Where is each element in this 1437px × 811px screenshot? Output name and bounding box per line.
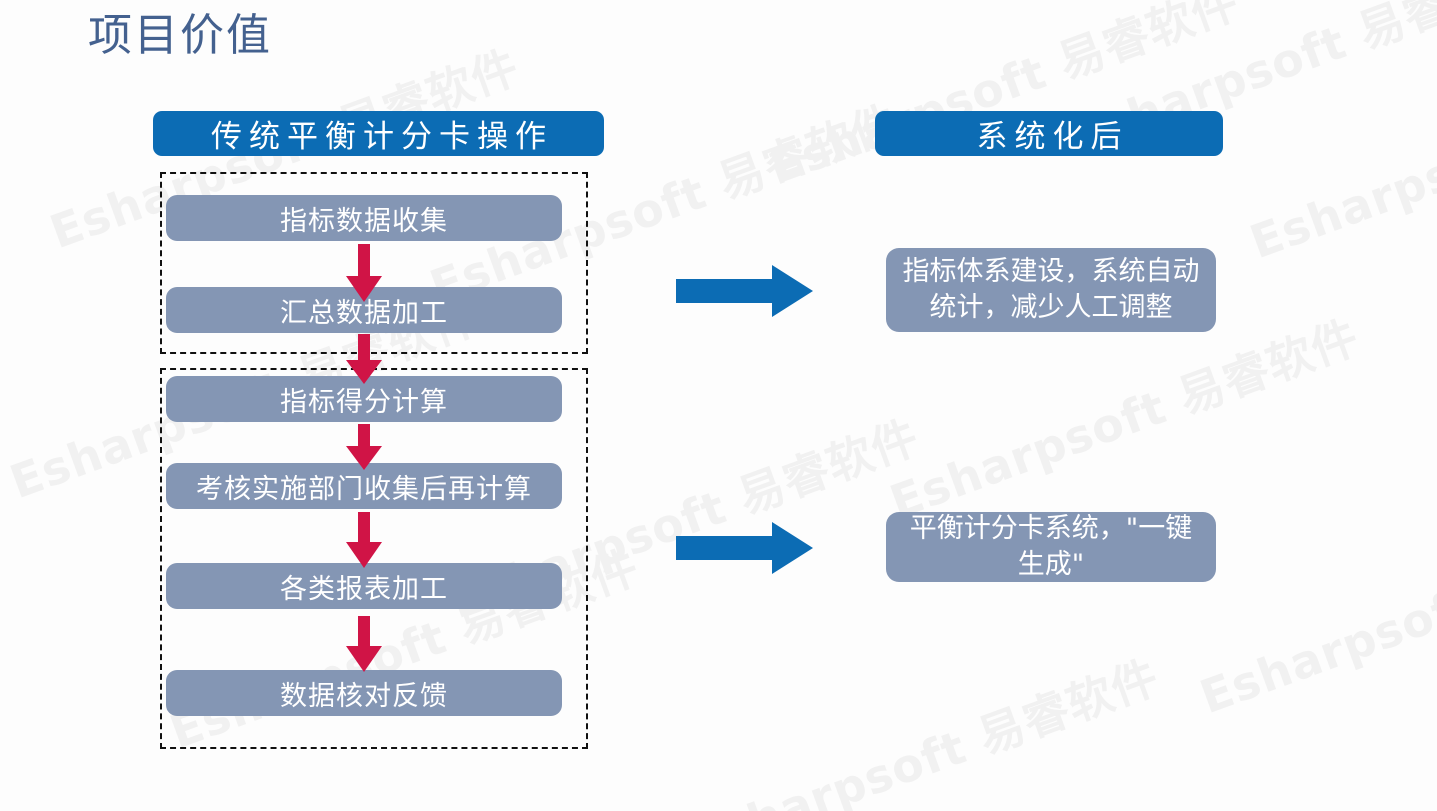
column-header-systemized: 系统化后 — [875, 111, 1223, 156]
column-header-traditional: 传统平衡计分卡操作 — [153, 111, 604, 156]
result-box: 指标体系建设，系统自动统计，减少人工调整 — [886, 248, 1216, 332]
right-arrow-icon — [676, 522, 813, 574]
process-step-box: 各类报表加工 — [166, 563, 562, 609]
down-arrow-icon — [345, 424, 383, 470]
process-step-box: 考核实施部门收集后再计算 — [166, 463, 562, 509]
down-arrow-icon — [345, 616, 383, 672]
down-arrow-icon — [345, 244, 383, 302]
result-box: 平衡计分卡系统，"一键生成" — [886, 512, 1216, 582]
watermark-text: Esharpsoft 易睿软件 — [1243, 49, 1437, 270]
process-step-box: 指标数据收集 — [166, 195, 562, 241]
page-title: 项目价值 — [88, 10, 272, 61]
watermark-text: Esharpsoft 易睿软件 — [683, 649, 1166, 811]
process-step-box: 数据核对反馈 — [166, 670, 562, 716]
watermark-text: Esharpsoft 易睿软件 — [763, 0, 1246, 195]
down-arrow-icon — [345, 512, 383, 568]
watermark-text: Esharpsoft 易睿软件 — [1193, 504, 1437, 725]
watermark-text: Esharpsoft 易睿软件 — [883, 309, 1366, 530]
right-arrow-icon — [676, 265, 813, 317]
process-group-1 — [160, 172, 588, 354]
down-arrow-icon — [345, 334, 383, 384]
